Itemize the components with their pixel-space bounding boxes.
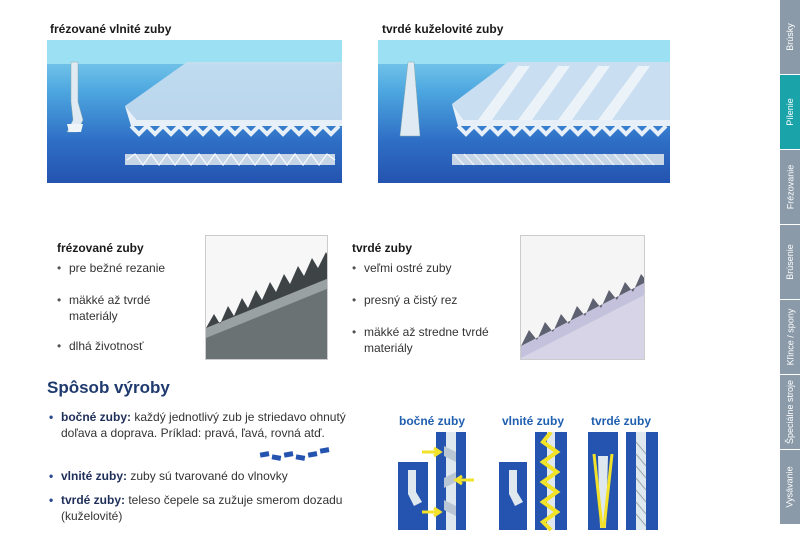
side-teeth-pattern-mark	[259, 447, 330, 461]
sidebar-tab-klince-spony[interactable]: Kľince / spony	[780, 300, 800, 374]
heading-milled-wavy-teeth: frézované vlnité zuby	[50, 22, 172, 36]
milled-teeth-title: frézované zuby	[57, 241, 144, 255]
photo-hard-teeth-blade	[520, 235, 645, 360]
hard-teeth-list: veľmi ostré zuby presný a čistý rez mäkk…	[352, 260, 492, 356]
sidebar-tab-label: Brúsenie	[785, 244, 795, 280]
diagram-label-wavy-teeth: vlnité zuby	[502, 414, 565, 428]
diagram-hard-teeth	[588, 432, 658, 530]
hard-teeth-title: tvrdé zuby	[352, 241, 413, 255]
sidebar-tab-label: Vysávanie	[785, 466, 796, 508]
term-hard-teeth: tvrdé zuby:	[61, 493, 126, 507]
list-item: presný a čistý rez	[352, 292, 492, 308]
illustration-hard-tapered-teeth	[378, 40, 670, 183]
section-title-production-method: Spôsob výroby	[47, 378, 170, 397]
sidebar-tab-label: Kľince / spony	[785, 308, 795, 366]
term-wavy-teeth: vlnité zuby:	[61, 469, 128, 483]
diagram-wavy-teeth	[499, 432, 567, 532]
diagram-label-side-teeth: bočné zuby	[399, 414, 466, 428]
sidebar-tab-specialne-stroje[interactable]: Špeciálne stroje	[780, 375, 800, 449]
sidebar-tab-label: Špeciálne stroje	[785, 379, 796, 445]
term-side-teeth: bočné zuby:	[61, 410, 132, 424]
sidebar-tab-pilenie[interactable]: Pílenie	[780, 75, 800, 149]
sidebar-tab-label: Brúsky	[785, 23, 796, 51]
list-item: mäkké až stredne tvrdé materiály	[352, 324, 492, 356]
desc-side-teeth: každý jednotlivý zub je striedavo ohnutý…	[61, 410, 346, 440]
production-item-hard-teeth: •tvrdé zuby: teleso čepele sa zužuje sme…	[49, 493, 343, 523]
diagram-label-hard-teeth: tvrdé zuby	[591, 414, 652, 428]
sidebar-tab-bruskky[interactable]: Brúsky	[780, 0, 800, 74]
sidebar-tab-label: Frézovanie	[785, 164, 795, 210]
production-item-wavy-teeth: •vlnité zuby: zuby sú tvarované do vlnov…	[49, 469, 288, 483]
list-item: dlhá životnosť	[57, 338, 187, 354]
sidebar-tab-label: Pílenie	[785, 98, 795, 126]
desc-hard-teeth: teleso čepele sa zužuje smerom dozadu (k…	[61, 493, 343, 523]
sidebar-tab-brusenie[interactable]: Brúsenie	[780, 225, 800, 299]
milled-teeth-list: pre bežné rezanie mäkké až tvrdé materiá…	[57, 260, 187, 354]
photo-milled-teeth-blade	[205, 235, 328, 360]
sidebar-tabs: Brúsky Pílenie Frézovanie Brúsenie Kľinc…	[780, 0, 800, 535]
illustration-milled-wavy-teeth	[47, 40, 342, 183]
production-item-side-teeth: •bočné zuby: každý jednotlivý zub je str…	[49, 410, 346, 440]
list-item: pre bežné rezanie	[57, 260, 187, 276]
list-item: mäkké až tvrdé materiály	[57, 292, 187, 324]
heading-hard-tapered-teeth: tvrdé kuželovité zuby	[382, 22, 504, 36]
sidebar-tab-frezovanie[interactable]: Frézovanie	[780, 150, 800, 224]
desc-wavy-teeth: zuby sú tvarované do vlnovky	[127, 469, 288, 483]
list-item: veľmi ostré zuby	[352, 260, 492, 276]
diagram-side-teeth	[398, 432, 474, 530]
sidebar-tab-vysavanie[interactable]: Vysávanie	[780, 450, 800, 524]
